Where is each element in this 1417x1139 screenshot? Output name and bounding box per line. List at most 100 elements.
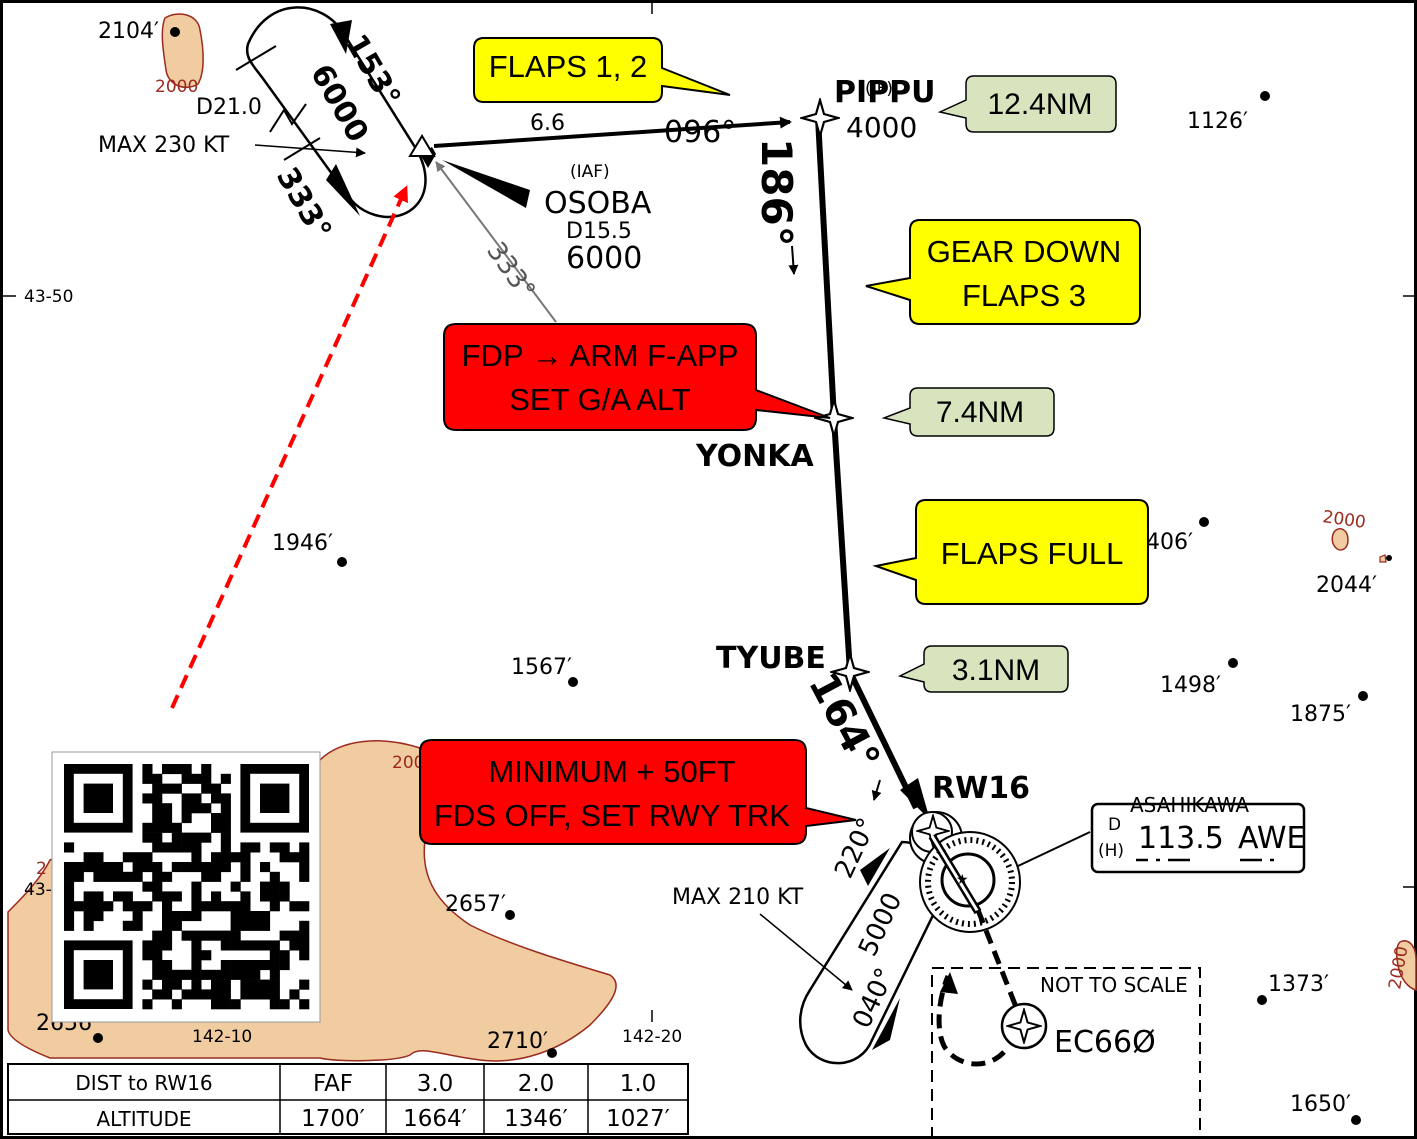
qr-module bbox=[171, 822, 182, 833]
qr-module bbox=[191, 911, 202, 922]
qr-module bbox=[171, 783, 182, 794]
qr-module bbox=[220, 852, 231, 863]
qr-module bbox=[162, 822, 173, 833]
grid-lat-label: 43- bbox=[24, 880, 52, 900]
qr-module bbox=[211, 793, 222, 804]
qr-module bbox=[171, 764, 182, 775]
callout-flaps-full: FLAPS FULL bbox=[872, 499, 1149, 605]
qr-module bbox=[191, 852, 202, 863]
navaid-h: (H) bbox=[1098, 841, 1124, 861]
qr-module bbox=[211, 783, 222, 794]
table-header: 3.0 bbox=[417, 1071, 454, 1097]
qr-module bbox=[181, 803, 192, 814]
qr-module bbox=[93, 891, 104, 902]
qr-module bbox=[83, 891, 94, 902]
grid-lat-label: 43-50 bbox=[24, 287, 73, 307]
qr-module bbox=[191, 842, 202, 853]
qr-module bbox=[289, 940, 300, 951]
qr-module bbox=[162, 930, 173, 941]
qr-module bbox=[230, 881, 241, 892]
qr-module bbox=[162, 979, 173, 990]
callout-flaps12: FLAPS 1, 2 bbox=[473, 37, 731, 103]
final-course: 186° bbox=[752, 138, 801, 247]
qr-module bbox=[279, 852, 290, 863]
qr-module bbox=[260, 891, 271, 902]
qr-module bbox=[122, 871, 133, 882]
tyube-name: TYUBE bbox=[716, 641, 826, 676]
qr-module bbox=[181, 793, 192, 804]
qr-module bbox=[64, 920, 75, 931]
qr-module bbox=[64, 881, 75, 892]
qr-module bbox=[122, 920, 133, 931]
qr-module bbox=[191, 960, 202, 971]
qr-module bbox=[152, 930, 163, 941]
qr-module bbox=[191, 862, 202, 873]
qr-module bbox=[220, 960, 231, 971]
qr-module bbox=[171, 842, 182, 853]
qr-module bbox=[171, 979, 182, 990]
final-approach-course bbox=[815, 117, 919, 810]
spot-dot bbox=[337, 557, 347, 567]
qr-module bbox=[83, 901, 94, 912]
pippu-tag: (IF) bbox=[865, 79, 893, 99]
qr-module bbox=[191, 793, 202, 804]
qr-module bbox=[299, 930, 310, 941]
qr-module bbox=[132, 911, 143, 922]
ec660-name: EC66Ø bbox=[1054, 1025, 1156, 1060]
qr-module bbox=[220, 842, 231, 853]
qr-module bbox=[152, 813, 163, 824]
osoba-tag: (IAF) bbox=[570, 162, 610, 182]
holding-dme: D21.0 bbox=[196, 95, 262, 120]
qr-module bbox=[220, 969, 231, 980]
qr-module bbox=[230, 969, 241, 980]
yonka-name: YONKA bbox=[695, 439, 815, 474]
qr-module bbox=[191, 930, 202, 941]
spot-dot bbox=[505, 910, 515, 920]
qr-module bbox=[269, 901, 280, 912]
osoba-dme: D15.5 bbox=[566, 219, 632, 244]
qr-module bbox=[211, 901, 222, 912]
qr-module bbox=[220, 813, 231, 824]
qr-module bbox=[103, 862, 114, 873]
qr-module bbox=[220, 832, 231, 843]
qr-module bbox=[240, 842, 251, 853]
qr-module bbox=[220, 999, 231, 1010]
not-to-scale-inset: NOT TO SCALE EC66Ø bbox=[931, 909, 1201, 1139]
qr-module bbox=[220, 979, 231, 990]
qr-module bbox=[269, 842, 280, 853]
qr-module bbox=[299, 871, 310, 882]
qr-module bbox=[132, 852, 143, 863]
qr-module bbox=[152, 891, 163, 902]
qr-module bbox=[211, 969, 222, 980]
qr-module bbox=[162, 813, 173, 824]
qr-module bbox=[181, 773, 192, 784]
qr-module bbox=[201, 783, 212, 794]
qr-module bbox=[122, 901, 133, 912]
leg-course: 096° bbox=[664, 115, 736, 150]
qr-module bbox=[240, 940, 251, 951]
qr-module bbox=[230, 930, 241, 941]
spot-elevation: 1875′ bbox=[1290, 702, 1351, 727]
qr-module bbox=[181, 842, 192, 853]
qr-module bbox=[142, 950, 153, 961]
qr-module bbox=[93, 862, 104, 873]
qr-module bbox=[162, 871, 173, 882]
qr-module bbox=[240, 989, 251, 1000]
qr-module bbox=[191, 891, 202, 902]
qr-module bbox=[83, 911, 94, 922]
qr-module bbox=[162, 783, 173, 794]
qr-module bbox=[240, 862, 251, 873]
qr-module bbox=[250, 979, 261, 990]
qr-module bbox=[152, 871, 163, 882]
qr-module bbox=[162, 920, 173, 931]
qr-module bbox=[250, 940, 261, 951]
qr-module bbox=[181, 862, 192, 873]
qr-module bbox=[211, 871, 222, 882]
qr-module bbox=[142, 832, 153, 843]
spot-dot bbox=[547, 1048, 557, 1058]
qr-finder-pattern bbox=[83, 783, 113, 813]
qr-module bbox=[269, 969, 280, 980]
qr-module bbox=[93, 911, 104, 922]
qr-module bbox=[260, 911, 271, 922]
